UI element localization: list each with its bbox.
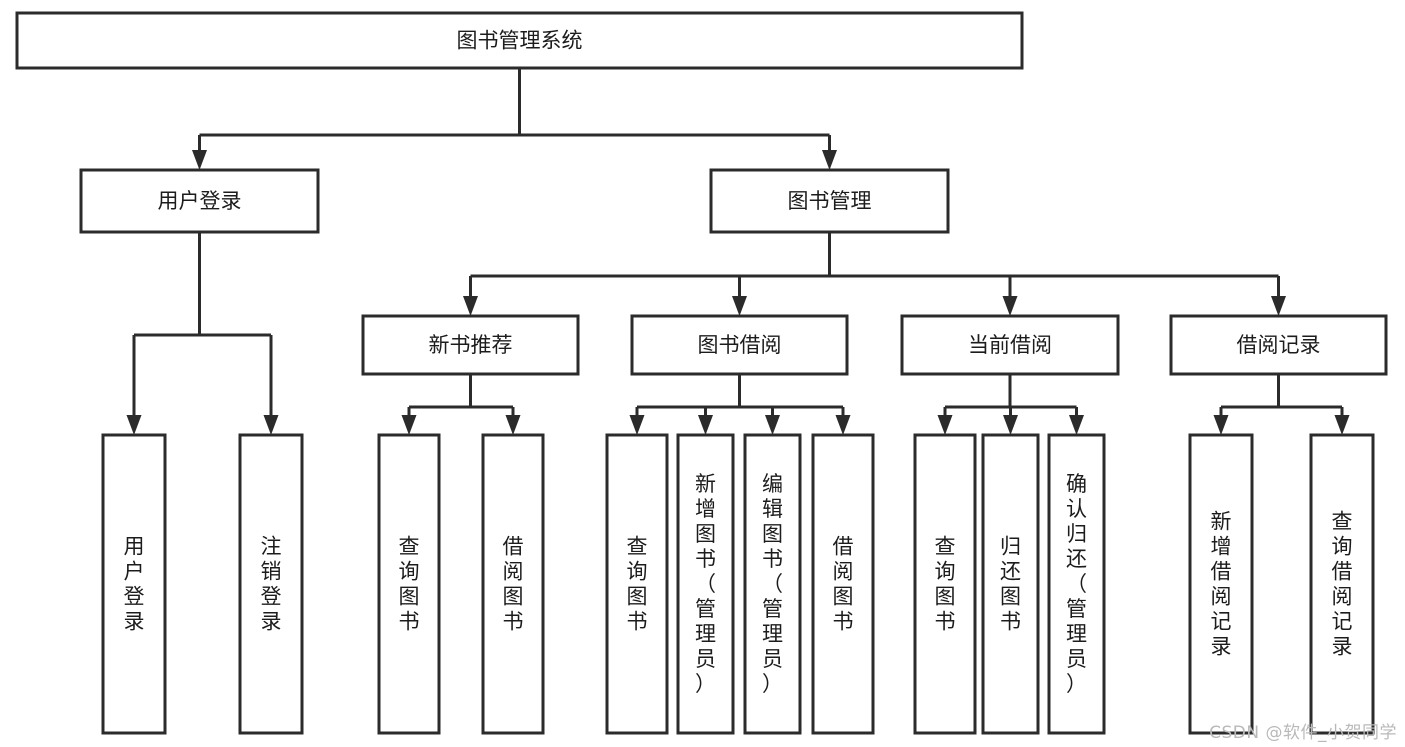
node-leaf-query-record[interactable]: 查询借阅记录	[1309, 433, 1375, 735]
node-label-book-borrow: 图书借阅	[698, 333, 782, 357]
node-box-leaf-query-book-1	[377, 433, 441, 735]
node-leaf-confirm-return[interactable]: 确认归还（管理员）	[1047, 433, 1106, 735]
node-label-leaf-confirm-return: 确认归还（管理员）	[1066, 472, 1087, 696]
node-leaf-add-record[interactable]: 新增借阅记录	[1188, 433, 1254, 735]
node-leaf-borrow-book-2[interactable]: 借阅图书	[811, 433, 875, 735]
arrow-book-borrow-to-leaf-borrow-book-2	[835, 415, 851, 435]
node-label-leaf-add-book: 新增图书（管理员）	[695, 472, 716, 696]
node-new-book-recommend[interactable]: 新书推荐	[361, 314, 580, 376]
arrow-book-management-to-current-borrow	[1002, 296, 1018, 316]
node-label-leaf-query-record: 查询借阅记录	[1332, 510, 1353, 659]
arrow-book-borrow-to-leaf-query-book-2	[629, 415, 645, 435]
arrow-current-borrow-to-leaf-return-book	[1003, 415, 1018, 435]
node-label-leaf-edit-book: 编辑图书（管理员）	[762, 472, 783, 696]
node-label-leaf-return-book: 归还图书	[1000, 535, 1021, 634]
arrow-current-borrow-to-leaf-query-book-3	[937, 415, 953, 435]
node-label-leaf-query-book-1: 查询图书	[399, 535, 420, 634]
arrow-user-login-to-leaf-user-logout	[263, 415, 279, 435]
node-label-leaf-query-book-2: 查询图书	[627, 535, 648, 634]
arrow-book-management-to-borrow-record	[1271, 296, 1286, 316]
node-label-leaf-user-logout: 注销登录	[261, 535, 282, 634]
node-label-leaf-add-record: 新增借阅记录	[1211, 510, 1232, 659]
arrow-book-borrow-to-leaf-edit-book	[765, 415, 780, 435]
arrow-book-management-to-book-borrow	[732, 296, 747, 316]
node-box-leaf-borrow-book-1	[481, 433, 545, 735]
node-leaf-user-logout[interactable]: 注销登录	[238, 433, 304, 735]
node-box-user-login	[79, 168, 320, 234]
arrow-book-borrow-to-leaf-add-book	[698, 415, 713, 435]
node-box-leaf-add-record	[1188, 433, 1254, 735]
node-label-current-borrow: 当前借阅	[968, 333, 1052, 357]
node-label-leaf-query-book-3: 查询图书	[935, 535, 956, 634]
node-box-leaf-user-login	[101, 433, 167, 735]
watermark-label: CSDN @软件_小贺同学	[1209, 723, 1397, 743]
node-box-leaf-confirm-return	[1047, 433, 1106, 735]
arrow-new-book-recommend-to-leaf-query-book-1	[401, 415, 417, 435]
node-box-book-management	[709, 168, 950, 234]
node-leaf-query-book-1[interactable]: 查询图书	[377, 433, 441, 735]
node-box-borrow-record	[1169, 314, 1388, 376]
node-label-user-login: 用户登录	[158, 189, 242, 213]
node-root[interactable]: 图书管理系统	[15, 11, 1024, 70]
arrow-root-to-book-management	[822, 150, 837, 170]
node-box-leaf-user-logout	[238, 433, 304, 735]
arrow-new-book-recommend-to-leaf-borrow-book-1	[505, 415, 521, 435]
node-leaf-edit-book[interactable]: 编辑图书（管理员）	[743, 433, 802, 735]
node-leaf-query-book-3[interactable]: 查询图书	[913, 433, 977, 735]
node-box-leaf-add-book	[676, 433, 735, 735]
node-box-leaf-query-record	[1309, 433, 1375, 735]
node-leaf-return-book[interactable]: 归还图书	[981, 433, 1040, 735]
arrow-book-management-to-new-book-recommend	[463, 296, 478, 316]
node-leaf-add-book[interactable]: 新增图书（管理员）	[676, 433, 735, 735]
node-book-management[interactable]: 图书管理	[709, 168, 950, 234]
node-box-root	[15, 11, 1024, 70]
node-box-leaf-borrow-book-2	[811, 433, 875, 735]
node-leaf-user-login[interactable]: 用户登录	[101, 433, 167, 735]
node-label-leaf-user-login: 用户登录	[124, 535, 145, 634]
arrow-borrow-record-to-leaf-add-record	[1213, 415, 1229, 435]
node-label-borrow-record: 借阅记录	[1237, 333, 1321, 357]
node-user-login[interactable]: 用户登录	[79, 168, 320, 234]
node-box-leaf-return-book	[981, 433, 1040, 735]
arrow-user-login-to-leaf-user-login	[126, 415, 142, 435]
node-label-root: 图书管理系统	[457, 29, 583, 53]
arrow-borrow-record-to-leaf-query-record	[1334, 415, 1350, 435]
node-box-leaf-query-book-2	[605, 433, 669, 735]
node-box-leaf-query-book-3	[913, 433, 977, 735]
node-label-leaf-borrow-book-2: 借阅图书	[833, 535, 854, 634]
node-current-borrow[interactable]: 当前借阅	[900, 314, 1120, 376]
arrow-root-to-user-login	[192, 150, 207, 170]
node-leaf-query-book-2[interactable]: 查询图书	[605, 433, 669, 735]
node-leaf-borrow-book-1[interactable]: 借阅图书	[481, 433, 545, 735]
node-book-borrow[interactable]: 图书借阅	[630, 314, 849, 376]
node-box-leaf-edit-book	[743, 433, 802, 735]
node-label-new-book-recommend: 新书推荐	[429, 333, 513, 357]
node-label-book-management: 图书管理	[788, 189, 872, 213]
arrow-current-borrow-to-leaf-confirm-return	[1069, 415, 1084, 435]
node-label-leaf-borrow-book-1: 借阅图书	[503, 535, 524, 634]
node-borrow-record[interactable]: 借阅记录	[1169, 314, 1388, 376]
